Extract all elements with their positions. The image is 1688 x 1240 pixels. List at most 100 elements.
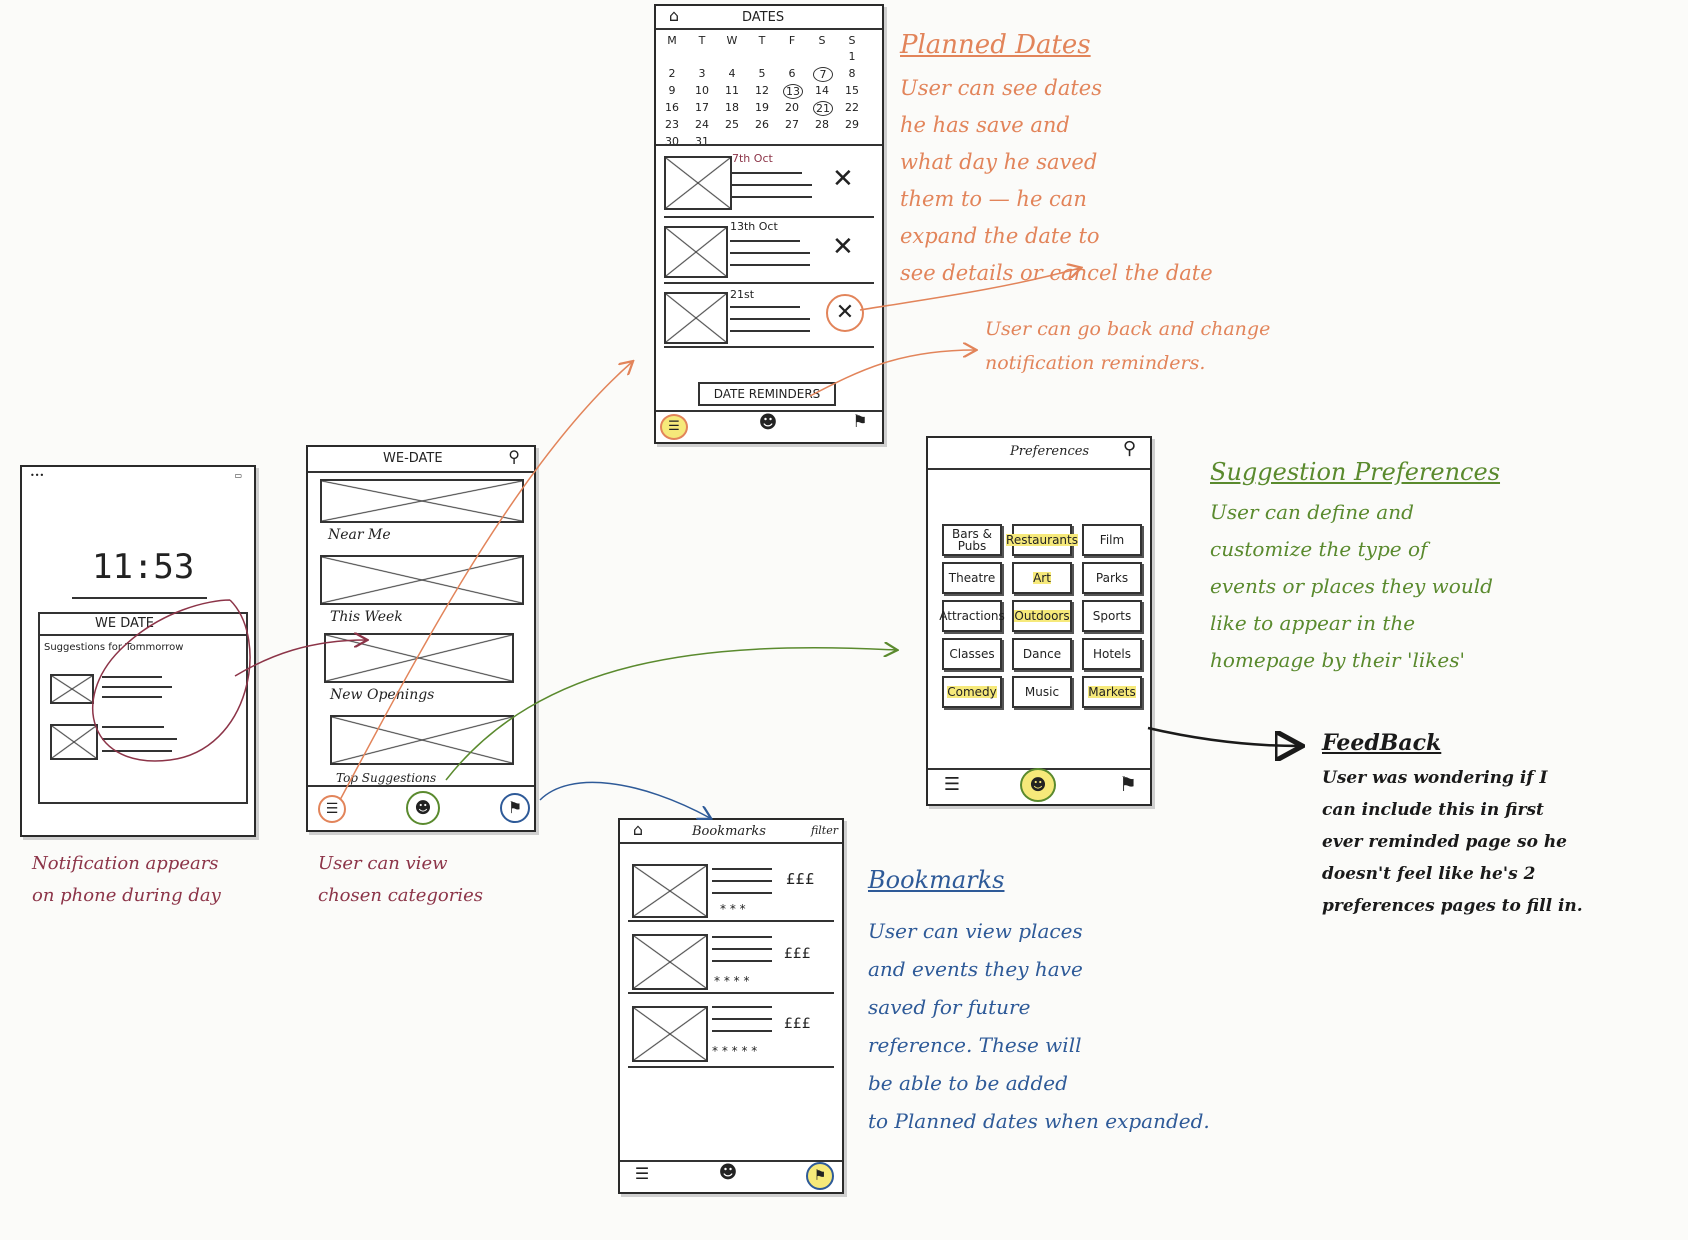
calendar-day[interactable]: 26 bbox=[755, 118, 769, 131]
date-item-image-3[interactable] bbox=[664, 292, 728, 344]
notification-text-line bbox=[102, 696, 162, 698]
preference-button[interactable]: Parks bbox=[1082, 562, 1142, 594]
list-icon[interactable]: ☰ bbox=[634, 1164, 650, 1183]
discover-icon[interactable]: ☻ bbox=[758, 412, 778, 433]
calendar-day[interactable]: 28 bbox=[815, 118, 829, 131]
preference-button[interactable]: Restaurants bbox=[1006, 524, 1078, 556]
list-icon[interactable]: ☰ bbox=[943, 774, 961, 795]
calendar-day[interactable]: 31 bbox=[695, 135, 709, 148]
date-item-image-1[interactable] bbox=[664, 156, 732, 210]
section-new-openings[interactable]: New Openings bbox=[330, 687, 435, 703]
bookmark-line bbox=[712, 892, 772, 894]
calendar-day[interactable]: 20 bbox=[785, 101, 799, 114]
calendar-day[interactable]: 24 bbox=[695, 118, 709, 131]
home-icon[interactable]: ⌂ bbox=[668, 6, 680, 25]
preference-button[interactable]: Outdoors bbox=[1012, 600, 1072, 632]
preference-label: Art bbox=[1033, 571, 1051, 585]
section-this-week[interactable]: This Week bbox=[330, 609, 403, 625]
cancel-date-1[interactable]: ✕ bbox=[832, 164, 854, 194]
calendar-day[interactable]: 9 bbox=[668, 84, 676, 97]
note-line: doesn't feel like he's 2 bbox=[1322, 864, 1536, 884]
preference-button[interactable]: Theatre bbox=[942, 562, 1002, 594]
cancel-date-3[interactable]: ✕ bbox=[826, 294, 864, 332]
feedback-title: FeedBack bbox=[1322, 730, 1442, 756]
preference-button[interactable]: Comedy bbox=[942, 676, 1002, 708]
preference-button[interactable]: Classes bbox=[942, 638, 1002, 670]
calendar-day[interactable]: 4 bbox=[728, 67, 736, 80]
calendar-day[interactable]: 7 bbox=[813, 67, 833, 82]
top-suggestions-banner[interactable] bbox=[330, 715, 514, 765]
calendar-day[interactable]: 16 bbox=[665, 101, 679, 114]
preference-button[interactable]: Art bbox=[1012, 562, 1072, 594]
preference-button[interactable]: Sports bbox=[1082, 600, 1142, 632]
preference-button[interactable]: Music bbox=[1012, 676, 1072, 708]
date-reminders-button[interactable]: DATE REMINDERS bbox=[698, 382, 836, 406]
calendar-day[interactable]: 5 bbox=[758, 67, 766, 80]
calendar-day[interactable]: 19 bbox=[755, 101, 769, 114]
list-icon[interactable]: ☰ bbox=[318, 795, 346, 823]
calendar-day[interactable]: 27 bbox=[785, 118, 799, 131]
filter-button[interactable]: filter bbox=[810, 824, 838, 837]
new-openings-banner[interactable] bbox=[324, 633, 514, 683]
calendar-day[interactable]: 14 bbox=[815, 84, 829, 97]
bookmark-image-1[interactable] bbox=[632, 864, 708, 918]
bookmark-icon[interactable]: ⚑ bbox=[1119, 772, 1137, 796]
calendar-day[interactable]: 17 bbox=[695, 101, 709, 114]
tabbar-divider bbox=[308, 785, 534, 787]
discover-icon[interactable]: ☻ bbox=[406, 791, 440, 825]
bookmark-line bbox=[712, 1018, 772, 1020]
calendar-day[interactable]: 22 bbox=[845, 101, 859, 114]
calendar-day[interactable]: 12 bbox=[755, 84, 769, 97]
calendar-day[interactable]: 25 bbox=[725, 118, 739, 131]
bookmark-image-2[interactable] bbox=[632, 934, 708, 990]
bookmark-icon[interactable]: ⚑ bbox=[852, 412, 868, 432]
weekday-label: T bbox=[758, 34, 766, 47]
home-caption-line: User can view bbox=[318, 853, 448, 874]
preference-label: Parks bbox=[1095, 571, 1129, 585]
calendar-day[interactable]: 23 bbox=[665, 118, 679, 131]
feedback-note: FeedBack User was wondering if I can inc… bbox=[1322, 730, 1583, 922]
calendar-day[interactable]: 6 bbox=[788, 67, 796, 80]
note-line: reference. These will bbox=[868, 1033, 1082, 1057]
note-line: like to appear in the bbox=[1210, 611, 1416, 635]
calendar-day[interactable]: 15 bbox=[845, 84, 859, 97]
date-item-divider bbox=[664, 216, 874, 218]
bookmark-icon[interactable]: ⚑ bbox=[806, 1162, 834, 1190]
section-near-me[interactable]: Near Me bbox=[328, 527, 391, 543]
feedback-lines: User was wondering if I can include this… bbox=[1322, 762, 1583, 922]
section-top-suggestions[interactable]: Top Suggestions bbox=[336, 771, 437, 785]
search-icon[interactable]: ⚲ bbox=[1122, 438, 1136, 459]
calendar-day[interactable]: 2 bbox=[668, 67, 676, 80]
search-icon[interactable]: ⚲ bbox=[508, 447, 520, 466]
calendar-day[interactable]: 11 bbox=[725, 84, 739, 97]
preference-button[interactable]: Dance bbox=[1012, 638, 1072, 670]
preference-button[interactable]: Bars & Pubs bbox=[942, 524, 1002, 556]
calendar-day[interactable]: 21 bbox=[813, 101, 833, 116]
bookmark-image-3[interactable] bbox=[632, 1006, 708, 1062]
preference-button[interactable]: Film bbox=[1082, 524, 1142, 556]
discover-icon[interactable]: ☻ bbox=[718, 1162, 738, 1183]
calendar-day[interactable]: 1 bbox=[848, 50, 856, 63]
preference-button[interactable]: Hotels bbox=[1082, 638, 1142, 670]
preference-button[interactable]: Markets bbox=[1082, 676, 1142, 708]
calendar-day[interactable]: 18 bbox=[725, 101, 739, 114]
cancel-date-2[interactable]: ✕ bbox=[832, 232, 854, 262]
weekday-label: W bbox=[726, 34, 738, 47]
bookmark-icon[interactable]: ⚑ bbox=[500, 793, 530, 823]
calendar-day[interactable]: 3 bbox=[698, 67, 706, 80]
calendar-day[interactable]: 8 bbox=[848, 67, 856, 80]
notification-card[interactable]: WE DATE Suggestions for Tommorrow bbox=[38, 612, 248, 804]
date-item-image-2[interactable] bbox=[664, 226, 728, 278]
calendar-day[interactable]: 29 bbox=[845, 118, 859, 131]
calendar-day[interactable]: 10 bbox=[695, 84, 709, 97]
calendar-day[interactable]: 30 bbox=[665, 135, 679, 148]
discover-icon[interactable]: ☻ bbox=[1020, 768, 1056, 802]
near-me-banner[interactable] bbox=[320, 479, 524, 523]
list-icon[interactable]: ☰ bbox=[660, 414, 688, 440]
this-week-banner[interactable] bbox=[320, 555, 524, 605]
preference-button[interactable]: Attractions bbox=[939, 600, 1005, 632]
home-icon[interactable]: ⌂ bbox=[632, 820, 644, 839]
calendar-day[interactable]: 13 bbox=[783, 84, 803, 99]
